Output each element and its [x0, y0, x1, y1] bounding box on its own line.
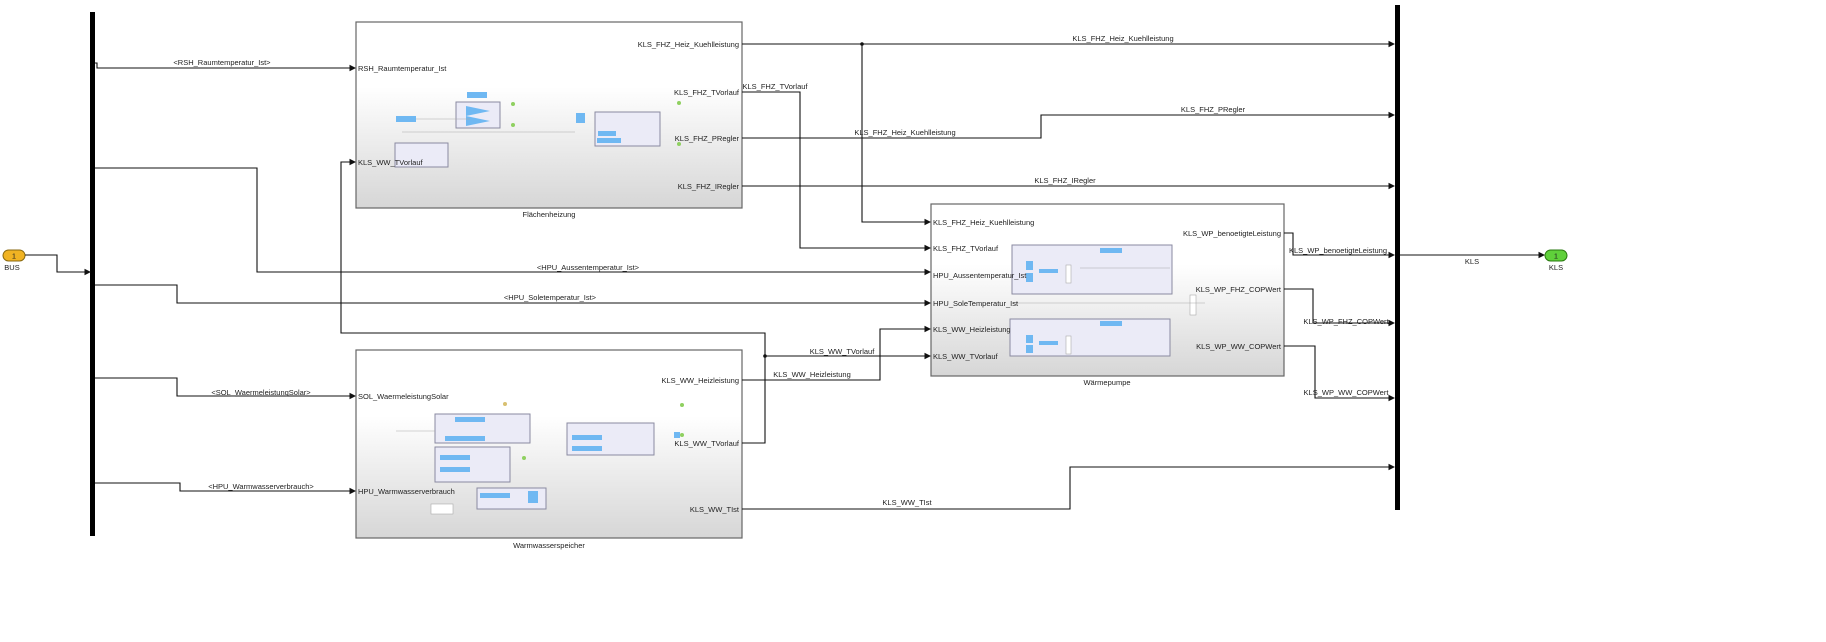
- port-label: KLS_WW_TVorlauf: [933, 352, 999, 361]
- bus-selector-left[interactable]: [90, 12, 95, 536]
- port-label: KLS_WP_benoetigteLeistung: [1183, 229, 1281, 238]
- bus-creator-right[interactable]: [1395, 5, 1400, 510]
- signal-lines[interactable]: [95, 40, 1396, 510]
- wire-bus-in[interactable]: [25, 254, 92, 276]
- port-label: KLS_WW_TVorlauf: [674, 439, 740, 448]
- outport-kls[interactable]: 1 KLS: [1544, 249, 1568, 272]
- wire-label: KLS_FHZ_IRegler: [1034, 176, 1096, 185]
- port-label: SOL_WaermeleistungSolar: [358, 392, 449, 401]
- wire-label: KLS_FHZ_Heiz_Kuehlleistung: [1072, 34, 1173, 43]
- port-label: RSH_Raumtemperatur_Ist: [358, 64, 447, 73]
- wire-label: <HPU_Warmwasserverbrauch>: [208, 482, 314, 491]
- block-name-flaechenheizung: Flächenheizung: [523, 210, 576, 219]
- wire-label: <HPU_Aussentemperatur_Ist>: [537, 263, 640, 272]
- inport-bus[interactable]: 1 BUS: [2, 249, 26, 272]
- wire-label: KLS_FHZ_PRegler: [1181, 105, 1246, 114]
- wire-label: KLS_WP_benoetigteLeistung: [1289, 246, 1387, 255]
- port-label: KLS_FHZ_PRegler: [675, 134, 740, 143]
- inport-number: 1: [12, 252, 16, 261]
- port-label: HPU_SoleTemperatur_Ist: [933, 299, 1019, 308]
- port-label: HPU_Warmwasserverbrauch: [358, 487, 455, 496]
- wire-label: KLS_WP_FHZ_COPWert: [1303, 317, 1389, 326]
- subsystem-waermepumpe[interactable]: KLS_FHZ_Heiz_Kuehlleistung KLS_FHZ_TVorl…: [930, 203, 1285, 377]
- block-name-warmwasserspeicher: Warmwasserspeicher: [513, 541, 585, 550]
- block-name-waermepumpe: Wärmepumpe: [1083, 378, 1130, 387]
- wire-label: KLS_FHZ_Heiz_Kuehlleistung: [854, 128, 955, 137]
- subsystem-warmwasserspeicher[interactable]: SOL_WaermeleistungSolar HPU_Warmwasserve…: [355, 349, 743, 539]
- port-label: KLS_WW_Heizleistung: [933, 325, 1011, 334]
- subsystem-flaechenheizung[interactable]: RSH_Raumtemperatur_Ist KLS_WW_TVorlauf K…: [355, 21, 743, 209]
- wire-label: <RSH_Raumtemperatur_Ist>: [173, 58, 271, 67]
- port-label: KLS_FHZ_TVorlauf: [674, 88, 740, 97]
- port-label: KLS_WP_WW_COPWert: [1196, 342, 1282, 351]
- wire-label: KLS_WW_Heizleistung: [773, 370, 851, 379]
- port-label: KLS_WW_Heizleistung: [661, 376, 739, 385]
- port-label: KLS_FHZ_Heiz_Kuehlleistung: [638, 40, 739, 49]
- port-label: KLS_WP_FHZ_COPWert: [1196, 285, 1282, 294]
- wire-label: <HPU_Soletemperatur_Ist>: [504, 293, 597, 302]
- port-label: KLS_WW_TIst: [690, 505, 740, 514]
- port-label: KLS_FHZ_IRegler: [678, 182, 740, 191]
- port-label: KLS_FHZ_Heiz_Kuehlleistung: [933, 218, 1034, 227]
- wire-label: KLS_FHZ_TVorlauf: [742, 82, 808, 91]
- port-label: KLS_FHZ_TVorlauf: [933, 244, 999, 253]
- wire-label: <SOL_WaermeleistungSolar>: [211, 388, 311, 397]
- wire-label-kls: KLS: [1465, 257, 1479, 266]
- wire-label: KLS_WP_WW_COPWert: [1304, 388, 1390, 397]
- outport-number: 1: [1554, 252, 1558, 261]
- port-label: HPU_Aussentemperatur_Ist: [933, 271, 1027, 280]
- wire-label: KLS_WW_TVorlauf: [810, 347, 876, 356]
- port-label: KLS_WW_TVorlauf: [358, 158, 424, 167]
- wire-label: KLS_WW_TIst: [882, 498, 932, 507]
- inport-label: BUS: [4, 263, 19, 272]
- outport-label: KLS: [1549, 263, 1563, 272]
